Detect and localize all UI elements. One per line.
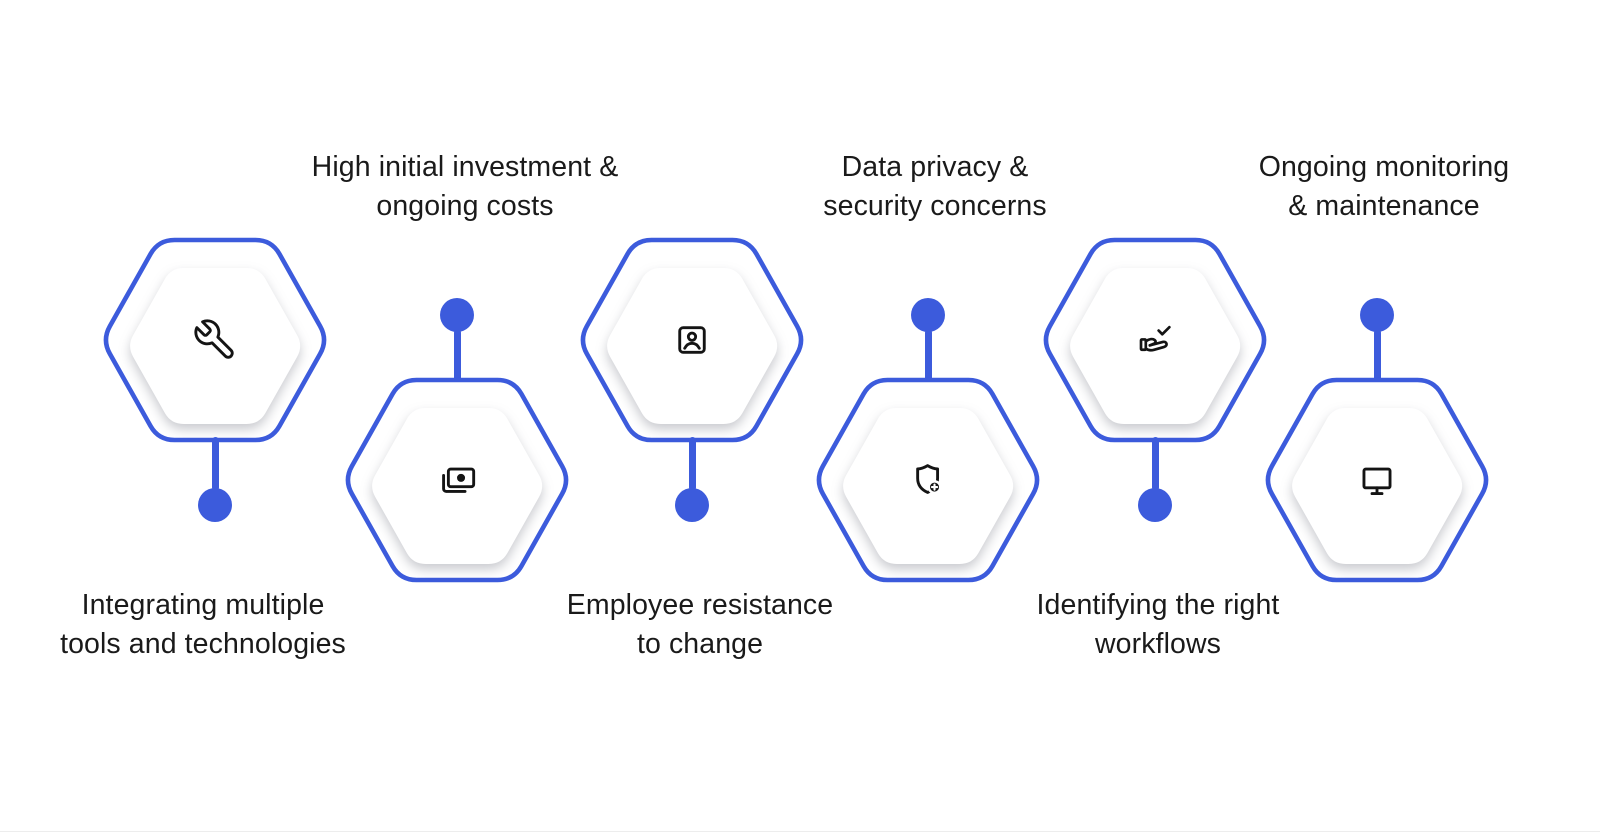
- item-label-data-privacy: Data privacy & security concerns: [823, 151, 1047, 222]
- shield-plus-icon: [905, 457, 951, 503]
- portrait-icon: [669, 317, 715, 363]
- connector-dot: [198, 488, 232, 522]
- connector-line: [453, 329, 461, 383]
- item-label-monitoring-maintenance: Ongoing monitoring & maintenance: [1258, 151, 1510, 222]
- item-label-right-workflows: Identifying the right workflows: [1036, 589, 1280, 660]
- connector-line: [924, 329, 932, 383]
- hexagon-card-integrating-tools: [102, 240, 328, 440]
- hexagon-card-data-privacy: [815, 380, 1041, 580]
- connector-dot: [911, 298, 945, 332]
- hexagon-card-right-workflows: [1042, 240, 1268, 440]
- connector-dot: [1360, 298, 1394, 332]
- connector-line: [211, 437, 219, 491]
- hand-check-icon: [1132, 317, 1178, 363]
- connector-dot: [440, 298, 474, 332]
- monitor-icon: [1354, 457, 1400, 503]
- item-label-initial-investment: High initial investment & ongoing costs: [311, 151, 619, 222]
- connector-line: [1373, 329, 1381, 383]
- connector-line: [688, 437, 696, 491]
- connector-line: [1151, 437, 1159, 491]
- hexagon-card-employee-resistance: [579, 240, 805, 440]
- item-label-employee-resistance: Employee resistance to change: [566, 589, 834, 660]
- hexagon-card-monitoring-maintenance: [1264, 380, 1490, 580]
- item-label-integrating-tools: Integrating multiple tools and technolog…: [60, 589, 346, 660]
- connector-dot: [675, 488, 709, 522]
- connector-dot: [1138, 488, 1172, 522]
- hexagon-card-initial-investment: [344, 380, 570, 580]
- wrench-icon: [192, 317, 238, 363]
- banknote-icon: [434, 457, 480, 503]
